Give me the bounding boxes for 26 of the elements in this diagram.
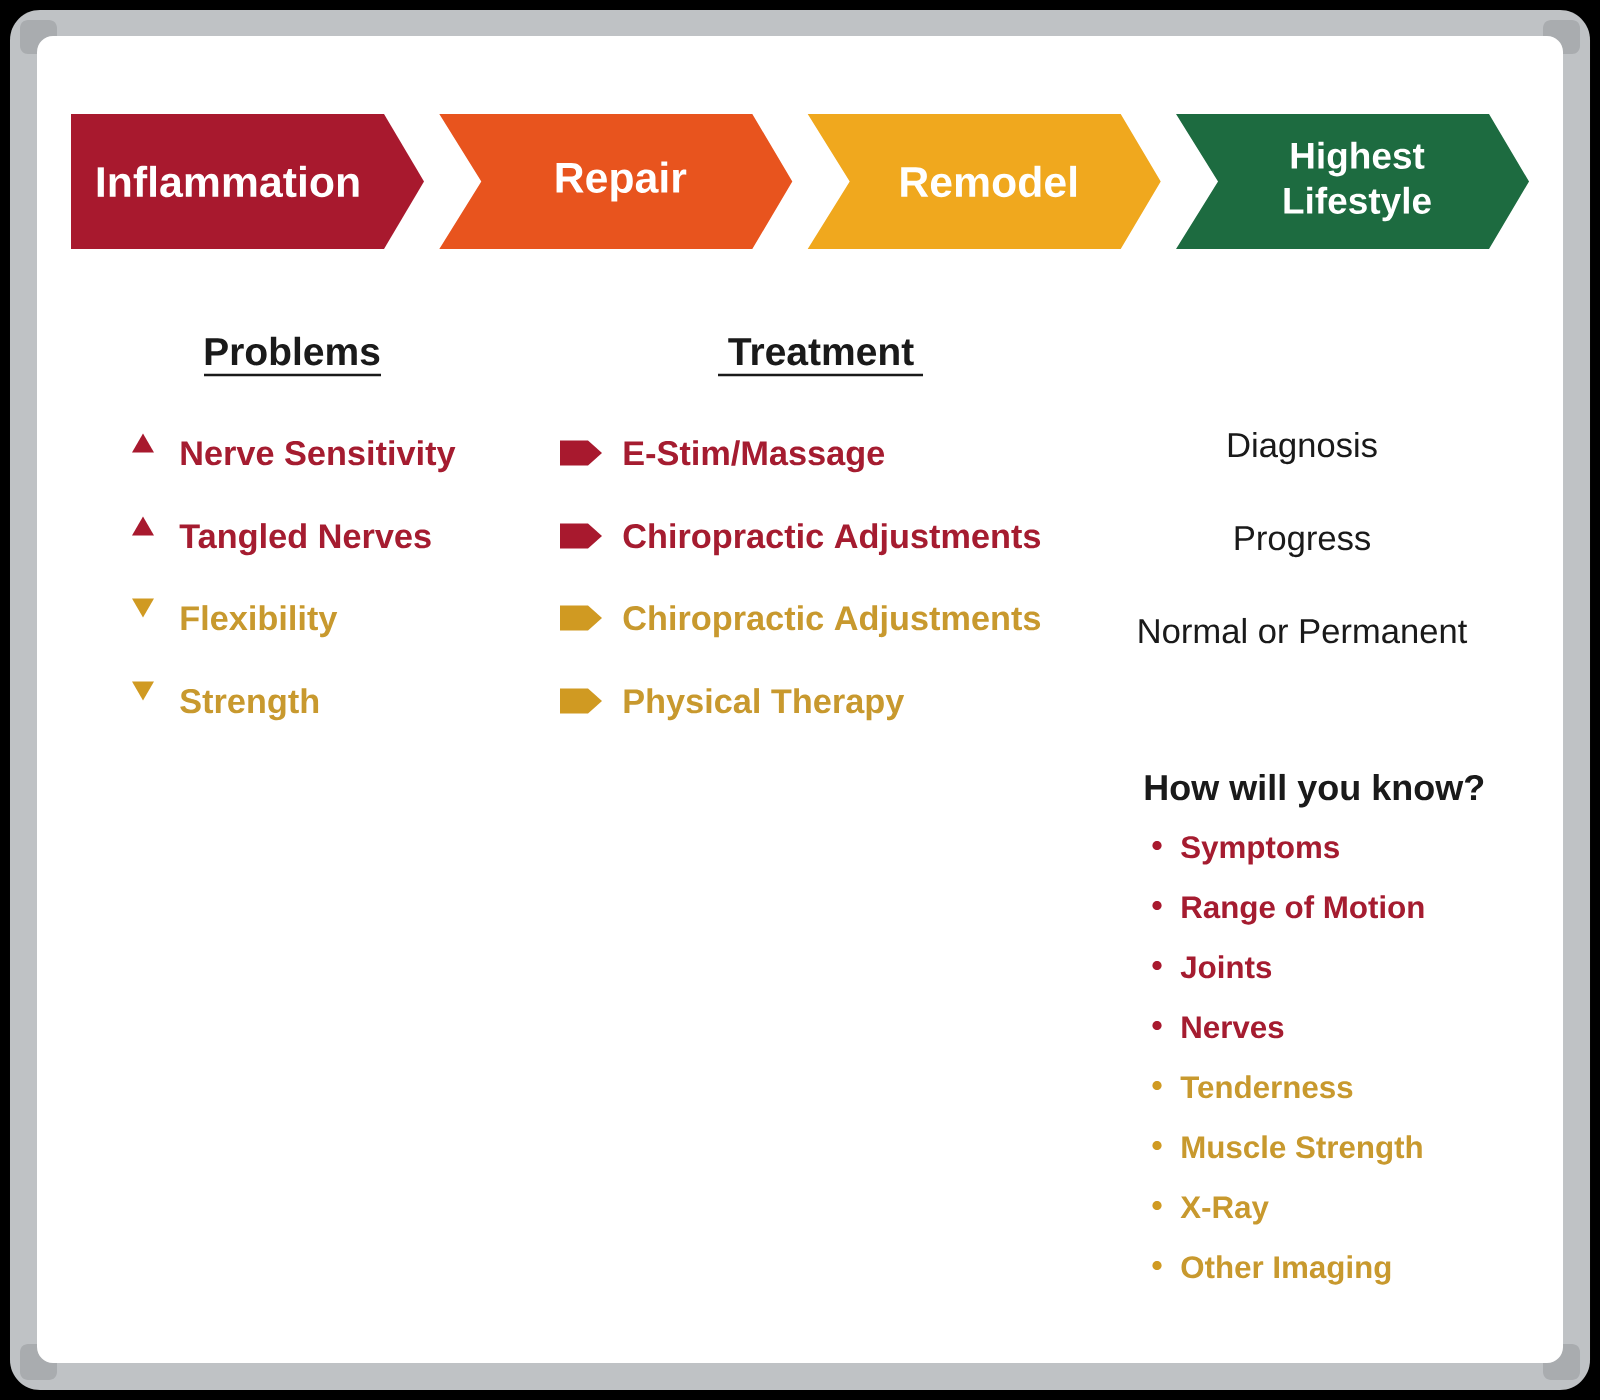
list-item: Other Imaging [1181, 1255, 1391, 1285]
status-text: Normal or Permanent [1139, 617, 1468, 644]
heading: Problems [205, 336, 380, 366]
list-item: Nerves [1182, 1016, 1284, 1039]
list-item: Muscle Strength [1182, 1135, 1422, 1165]
process-step: Repair [439, 114, 793, 249]
status-text: Progress [1235, 526, 1370, 558]
heading: Treatment [728, 338, 914, 366]
list-item: Range of Motion [1182, 895, 1424, 925]
list-item: Chiropractic Adjustments [623, 523, 1041, 556]
list-item: Strength [180, 688, 319, 721]
list-item: Joints [1180, 955, 1272, 979]
list-item: Nerve Sensitivity [181, 440, 456, 473]
list-item: X-Ray [1180, 1196, 1269, 1225]
list-item: Symptoms [1181, 836, 1339, 865]
list-item: Tenderness [1180, 1075, 1353, 1099]
list-item: Chiropractic Adjustments [623, 605, 1041, 638]
list-item: Physical Therapy [624, 688, 905, 721]
process-step: Highest Lifestyle [1176, 114, 1529, 249]
list-item: Tangled Nerves [179, 523, 431, 556]
status-text: Diagnosis [1228, 431, 1377, 465]
list-item: Flexibility [181, 605, 338, 638]
process-step: Inflammation [71, 114, 424, 249]
list-item: E-Stim/Massage [624, 440, 885, 473]
process-step: Remodel [807, 114, 1161, 249]
heading: How will you know? [1145, 773, 1484, 808]
